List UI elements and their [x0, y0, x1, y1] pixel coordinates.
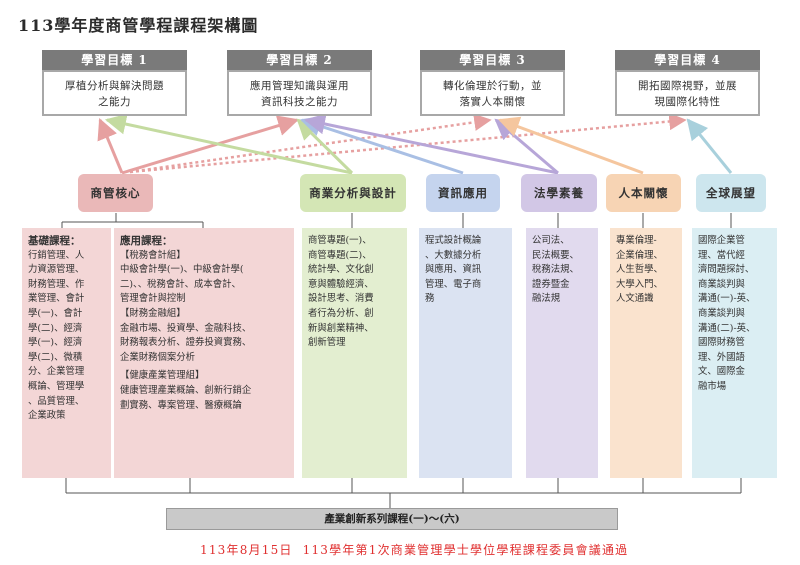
- approval-note: 113年8月15日 113學年第1次商業管理學士學位學程課程委員會議通過: [200, 543, 629, 557]
- category-law: 法學素養: [521, 174, 597, 212]
- humanity-courses: 專業倫理- 企業倫理、 人生哲學、 大學入門、 人文通識: [610, 228, 682, 478]
- category-core: 商管核心: [78, 174, 153, 212]
- group-tax-heading: 【稅務會計組】: [120, 249, 186, 261]
- group-finance-courses: 金融市場、投資學、金融科技、 財務報表分析、證券投資實務、 企業財務個案分析: [120, 322, 252, 363]
- category-analysis-design: 商業分析與設計: [300, 174, 406, 212]
- group-health-courses: 健康管理產業概論、創新行銷企 劃實務、專案管理、醫療概論: [120, 384, 252, 411]
- analysis-courses: 商管專題(一)、 商管專題(二)、 統計學、文化創 意與體驗經濟、 設計思考、消…: [302, 228, 407, 478]
- it-courses: 程式設計概論 、大數據分析 與應用、資訊 管理、電子商 務: [419, 228, 512, 478]
- global-courses: 國際企業管 理、當代經 濟問題探討、 商業談判與 溝通(一)-英、 商業談判與 …: [692, 228, 777, 478]
- category-global: 全球展望: [696, 174, 766, 212]
- goal-1-header: 學習目標 1: [42, 50, 187, 70]
- goal-4-header: 學習目標 4: [615, 50, 760, 70]
- industry-innovation-series: 產業創新系列課程(一)～(六): [166, 508, 618, 530]
- group-finance-heading: 【財務金融組】: [120, 307, 186, 319]
- core-applied-heading: 應用課程：: [120, 235, 173, 247]
- goal-2-header: 學習目標 2: [227, 50, 372, 70]
- category-it-application: 資訊應用: [426, 174, 500, 212]
- page-title: 113學年度商管學程課程架構圖: [18, 16, 259, 35]
- goal-3-description: 轉化倫理於行動，並 落實人本關懷: [420, 70, 565, 116]
- law-courses: 公司法、 民法概要、 稅務法規、 證券暨金 融法規: [526, 228, 598, 478]
- core-applied-column: 應用課程： 【稅務會計組】 中級會計學(一)、中級會計學( 二)、、稅務會計、成…: [114, 228, 294, 478]
- core-basic-heading: 基礎課程：: [28, 235, 81, 247]
- goal-4-description: 開拓國際視野，並展 現國際化特性: [615, 70, 760, 116]
- goal-2-description: 應用管理知識與運用 資訊科技之能力: [227, 70, 372, 116]
- category-humanity: 人本關懷: [606, 174, 681, 212]
- group-health-heading: 【健康產業管理組】: [120, 370, 205, 382]
- core-basic-column: 基礎課程： 行銷管理、人 力資源管理、 財務管理、作 業管理、會計 學(一)、會…: [22, 228, 111, 478]
- core-basic-courses: 行銷管理、人 力資源管理、 財務管理、作 業管理、會計 學(一)、會計 學(二)…: [28, 249, 85, 422]
- goal-1-description: 厚植分析與解決問題 之能力: [42, 70, 187, 116]
- goal-3-header: 學習目標 3: [420, 50, 565, 70]
- group-tax-courses: 中級會計學(一)、中級會計學( 二)、、稅務會計、成本會計、 管理會計與控制: [120, 264, 244, 305]
